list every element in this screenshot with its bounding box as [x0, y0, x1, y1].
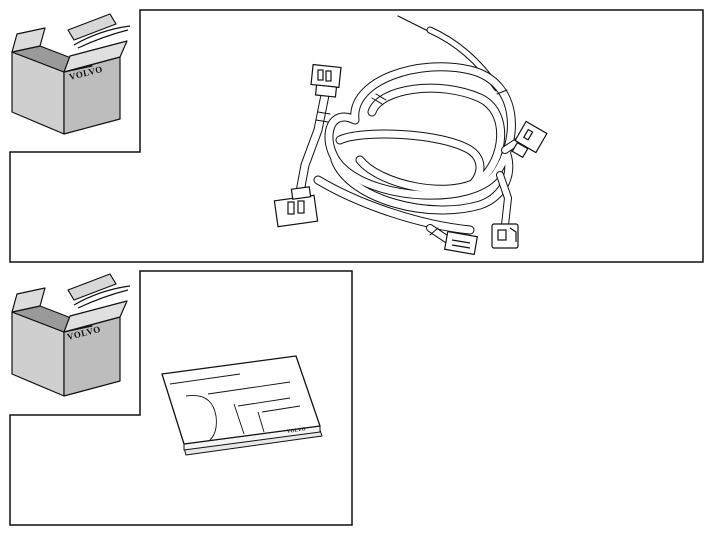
- panel-instructions: VOLVO VOLVO: [9, 270, 353, 526]
- harness-connector-bottom: [443, 230, 479, 256]
- harness-connector-right-lower: [491, 223, 519, 249]
- volvo-box-icon: VOLVO: [11, 13, 131, 135]
- panel-frame: [9, 270, 353, 526]
- harness-connector-top: [310, 63, 342, 98]
- booklet-brand-label: VOLVO: [287, 427, 307, 435]
- harness-connector-right-upper: [511, 120, 548, 159]
- panel-wiring-harness: VOLVO: [9, 9, 704, 263]
- harness-connector-left: [273, 186, 319, 228]
- instruction-booklet: VOLVO: [161, 355, 323, 456]
- wiring-harness: [295, 15, 524, 244]
- volvo-box-icon: VOLVO: [11, 273, 131, 397]
- panel-frame: [9, 9, 704, 263]
